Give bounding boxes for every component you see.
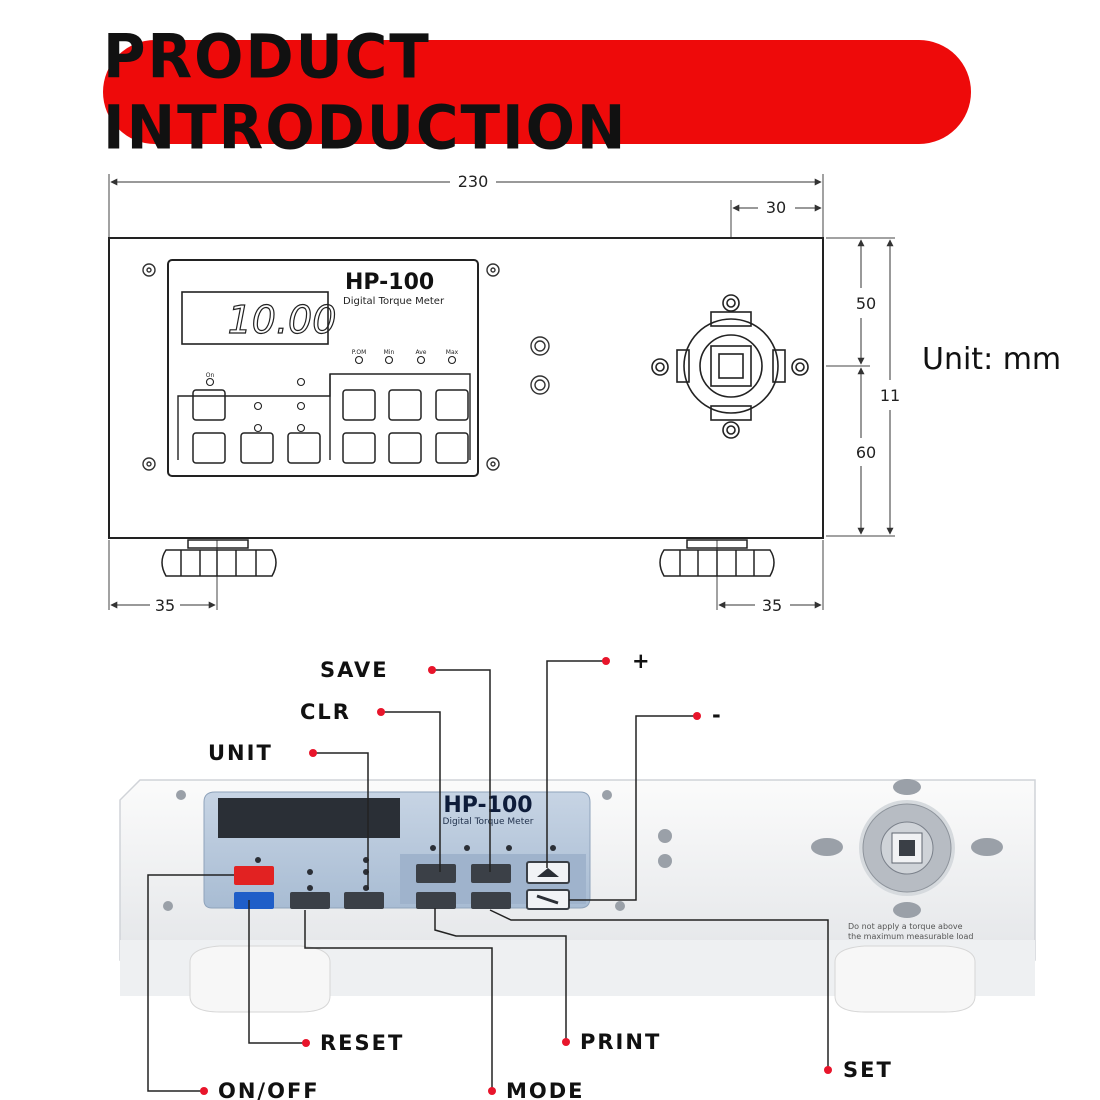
- left-foot-photo: [189, 945, 331, 1013]
- side-note-2: the maximum measurable load: [848, 932, 973, 941]
- callout-unit: UNIT: [208, 741, 273, 765]
- meter-body-outline: [108, 237, 824, 539]
- photo-chuck: [811, 779, 1003, 918]
- photo-lcd: [218, 798, 400, 838]
- callout-reset: RESET: [320, 1031, 404, 1055]
- lcd-display-outline: [181, 291, 329, 345]
- photo-subtitle: Digital Torque Meter: [443, 817, 534, 827]
- set-button[interactable]: [471, 892, 511, 909]
- dim-width: 230: [458, 172, 489, 191]
- drawing-keys: [192, 389, 469, 464]
- callout-clr: CLR: [300, 700, 351, 724]
- down-arrow-icon: [536, 894, 559, 905]
- callout-minus: -: [712, 703, 723, 727]
- dim-height: 11: [880, 386, 900, 405]
- on-off-button[interactable]: [234, 866, 274, 885]
- title-banner: PRODUCT INTRODUCTION: [103, 21, 971, 163]
- panel-outline: [167, 259, 479, 477]
- indicator-leds: [205, 355, 457, 433]
- corner-screws: [142, 263, 550, 471]
- clr-button[interactable]: [416, 864, 456, 883]
- dim-offset-top: 30: [766, 198, 786, 217]
- photo-model: HP-100: [443, 793, 532, 818]
- svg-text:On: On: [206, 372, 215, 379]
- lcd-value: 10.00: [228, 298, 337, 342]
- svg-text:Min: Min: [384, 349, 395, 356]
- annotated-photo: HP-100 Digital Torque Meter Do not apply…: [119, 649, 1036, 1100]
- svg-text:Ave: Ave: [416, 349, 427, 356]
- dim-lower: 60: [856, 443, 876, 462]
- dim-foot-right: 35: [762, 596, 782, 615]
- unit-button[interactable]: [344, 892, 384, 909]
- callout-on-off: ON/OFF: [218, 1079, 320, 1100]
- drawing-model: HP-100: [345, 270, 434, 295]
- callout-set: SET: [843, 1058, 893, 1082]
- dimension-drawing: 230 30 50 60 11 35 35 10.00 HP-100 Digit…: [108, 172, 900, 615]
- callout-plus: +: [632, 649, 652, 673]
- svg-text:Max: Max: [446, 349, 459, 356]
- dim-upper: 50: [856, 294, 876, 313]
- side-note-1: Do not apply a torque above: [848, 922, 963, 931]
- photo-screws: [163, 790, 672, 911]
- print-button[interactable]: [416, 892, 456, 909]
- callout-print: PRINT: [580, 1030, 661, 1054]
- callout-mode: MODE: [506, 1079, 585, 1100]
- indicator-labels: P.OM Min Ave Max On: [206, 349, 459, 379]
- dim-foot-left: 35: [155, 596, 175, 615]
- drawing-subtitle: Digital Torque Meter: [343, 296, 445, 307]
- callout-dots: [200, 657, 832, 1095]
- svg-text:P.OM: P.OM: [352, 349, 367, 356]
- banner-title: PRODUCT INTRODUCTION: [103, 20, 628, 164]
- save-button[interactable]: [471, 864, 511, 883]
- up-arrow-icon: [537, 868, 559, 877]
- callout-lines: [147, 660, 829, 1092]
- right-foot-photo: [834, 945, 976, 1013]
- chuck-drawing: [651, 294, 809, 439]
- mode-button[interactable]: [290, 892, 330, 909]
- callout-save: SAVE: [320, 658, 389, 682]
- unit-note: Unit: mm: [922, 342, 1062, 377]
- dimension-lines: [110, 178, 894, 609]
- reset-button[interactable]: [234, 892, 274, 909]
- feet-drawing: [161, 539, 775, 577]
